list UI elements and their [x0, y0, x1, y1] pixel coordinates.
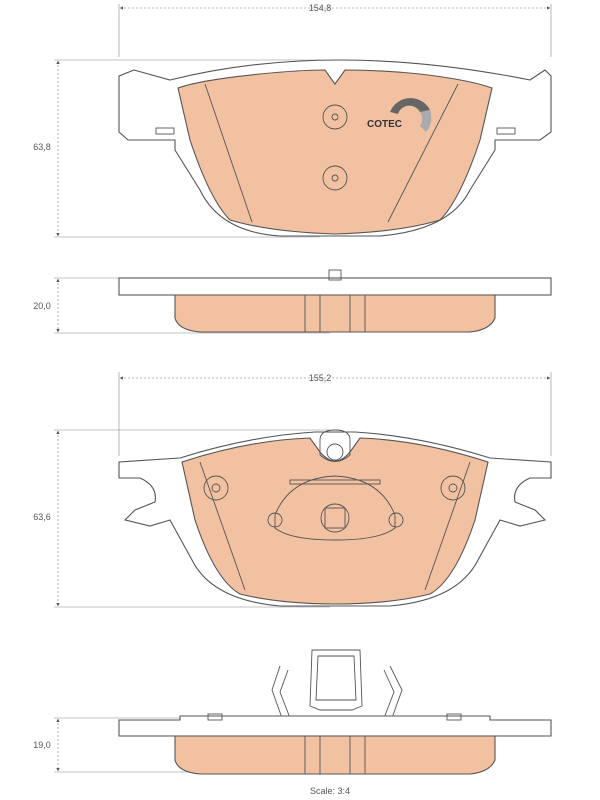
- bottom-side-backing-plate: [118, 715, 552, 737]
- bottom-height-label: 63,6: [33, 512, 51, 522]
- bottom-sensor-plate: [289, 479, 381, 485]
- bottom-groove-left: [199, 461, 246, 591]
- top-upper-hole-inner: [331, 113, 339, 121]
- bottom-spring-clip-left-arm: [271, 665, 291, 719]
- top-pad-face-view: [118, 59, 552, 237]
- top-side-friction-material: [174, 294, 496, 333]
- top-height-label: 63,8: [33, 142, 51, 152]
- bottom-right-hole: [440, 475, 466, 501]
- top-pad-side-view: [118, 269, 552, 333]
- top-upper-hole: [322, 104, 348, 130]
- top-groove-left: [204, 83, 253, 223]
- top-lower-hole-inner: [331, 174, 339, 182]
- cotec-logo: COTEC: [367, 98, 432, 132]
- cotec-logo-mark: [390, 98, 430, 114]
- bottom-side-thickness-label: 19,0: [33, 740, 51, 750]
- top-height-dimension: 63,8: [33, 59, 320, 238]
- cotec-logo-text: COTEC: [367, 119, 402, 130]
- bottom-side-friction-material: [174, 735, 496, 775]
- bottom-spring-clip: [309, 649, 363, 711]
- bottom-center-hole: [320, 503, 350, 533]
- top-lower-hole: [322, 165, 348, 191]
- top-side-thickness-label: 20,0: [33, 301, 51, 311]
- bottom-friction-material: [181, 437, 489, 605]
- bottom-left-hole-inner: [211, 483, 221, 493]
- bottom-width-label: 155,2: [309, 373, 332, 383]
- scale-label: Scale: 3:4: [310, 786, 350, 796]
- bottom-pad-side-view: [118, 649, 552, 775]
- top-left-ear-slot: [155, 127, 175, 135]
- bottom-left-hole: [203, 475, 229, 501]
- top-side-backing-plate: [118, 277, 552, 296]
- top-side-clip: [328, 269, 342, 281]
- bottom-sensor-right-lobe: [388, 512, 404, 528]
- cotec-logo-arc: [420, 110, 432, 132]
- bottom-width-dimension: 155,2: [118, 372, 552, 456]
- bottom-groove-right: [424, 461, 471, 591]
- bottom-sensor-left-lobe: [267, 512, 283, 528]
- top-friction-material: [177, 69, 493, 235]
- bottom-center-clip: [319, 429, 351, 462]
- bottom-pad-face-view: [118, 429, 552, 607]
- bottom-clip-hole: [326, 443, 344, 461]
- bottom-height-dimension: 63,6: [33, 429, 330, 608]
- bottom-right-hole-inner: [448, 483, 458, 493]
- top-width-dimension: 154,8: [118, 3, 552, 57]
- top-width-label: 154,8: [309, 3, 332, 13]
- top-groove-right: [387, 83, 459, 223]
- bottom-spring-clip-right-arm: [383, 665, 403, 719]
- top-right-ear-slot: [496, 127, 516, 135]
- bottom-center-square: [324, 507, 346, 529]
